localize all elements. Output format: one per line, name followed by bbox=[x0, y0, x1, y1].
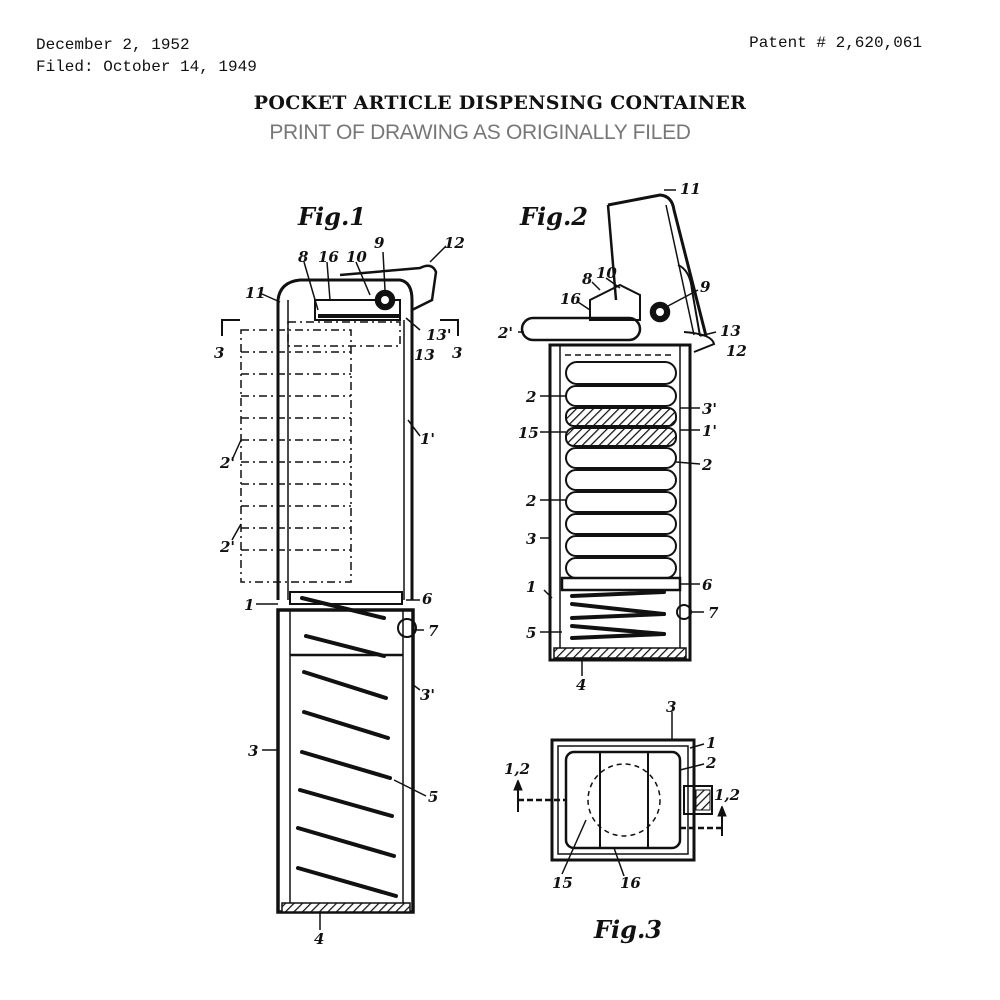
filed-date: Filed: October 14, 1949 bbox=[36, 58, 257, 76]
fig1-ref: 3 bbox=[452, 344, 462, 362]
fig2-ref: 6 bbox=[702, 576, 713, 594]
fig2-ref: 2 bbox=[525, 388, 536, 406]
fig2-ref: 2' bbox=[497, 324, 513, 342]
fig1-ref: 13' bbox=[426, 326, 451, 344]
fig1-ref: 13 bbox=[414, 346, 435, 364]
dashed-cartridges bbox=[240, 321, 401, 583]
fig2-ref: 3 bbox=[526, 530, 536, 548]
fig3-ref: 1,2 bbox=[504, 760, 530, 778]
fig2-ref: 10 bbox=[596, 264, 617, 282]
fig1-ref: 8 bbox=[298, 248, 309, 266]
fig2-label: Fig.2 bbox=[519, 202, 588, 231]
fig1-ref: 4 bbox=[314, 930, 324, 948]
page-subtitle: PRINT OF DRAWING AS ORIGINALLY FILED bbox=[269, 121, 691, 144]
fig2-ref: 3' bbox=[702, 400, 717, 418]
patent-number: Patent # 2,620,061 bbox=[749, 34, 922, 52]
fig2-ref: 9 bbox=[700, 278, 711, 296]
fig1-ref: 6 bbox=[422, 590, 433, 608]
fig2-ref: 1 bbox=[526, 578, 536, 596]
fig3-label: Fig.3 bbox=[593, 915, 662, 944]
fig2-ref: 16 bbox=[560, 290, 581, 308]
fig1-ref: 10 bbox=[346, 248, 367, 266]
fig2-ref: 12 bbox=[726, 342, 747, 360]
fig1-ref: 3 bbox=[214, 344, 224, 362]
issue-date: December 2, 1952 bbox=[36, 36, 190, 54]
figure-3 bbox=[513, 712, 727, 877]
figure-1 bbox=[221, 245, 459, 930]
fig1-ref: 9 bbox=[374, 234, 385, 252]
fig1-ref: 16 bbox=[318, 248, 339, 266]
fig2-ref: 2 bbox=[701, 456, 712, 474]
fig2-ref: 4 bbox=[576, 676, 586, 694]
fig3-ref: 2 bbox=[705, 754, 716, 772]
fig1-label: Fig.1 bbox=[297, 202, 366, 231]
fig1-ref: 5 bbox=[428, 788, 438, 806]
fig1-ref: 1' bbox=[420, 430, 435, 448]
fig2-ref: 7 bbox=[708, 604, 719, 622]
fig1-ref: 2' bbox=[219, 538, 235, 556]
fig2-ref: 15 bbox=[518, 424, 539, 442]
spring-coils bbox=[570, 590, 666, 640]
fig1-ref: 2' bbox=[219, 454, 235, 472]
fig3-ref: 15 bbox=[552, 874, 573, 892]
fig3-ref: 16 bbox=[620, 874, 641, 892]
fig2-ref: 1' bbox=[702, 422, 717, 440]
fig1-ref: 7 bbox=[428, 622, 439, 640]
fig3-ref: 1,2 bbox=[714, 786, 740, 804]
fig2-ref: 8 bbox=[582, 270, 593, 288]
fig1-ref: 12 bbox=[444, 234, 465, 252]
fig1-ref: 11 bbox=[245, 284, 266, 302]
item-stack bbox=[565, 361, 677, 579]
patent-dates: December 2, 1952 Filed: October 14, 1949 bbox=[36, 34, 257, 78]
page-title: POCKET ARTICLE DISPENSING CONTAINER bbox=[253, 92, 747, 114]
fig2-ref: 13 bbox=[720, 322, 741, 340]
fig3-ref: 3 bbox=[666, 698, 676, 716]
spring-coils bbox=[296, 596, 398, 898]
figure-3-labels: Fig.3 3 1 2 1,2 1,2 15 16 bbox=[504, 698, 740, 944]
fig2-ref: 2 bbox=[525, 492, 536, 510]
fig1-ref: 3' bbox=[420, 686, 435, 704]
figure-2 bbox=[518, 189, 717, 676]
fig2-ref: 11 bbox=[680, 180, 701, 198]
figure-1-labels: Fig.1 11 8 16 10 9 12 13' 13 3 3 1' 2' 2… bbox=[214, 202, 465, 948]
figure-2-labels: Fig.2 11 8 10 9 16 2' 13 12 2 3' 15 1' 2… bbox=[497, 180, 747, 694]
fig2-ref: 5 bbox=[526, 624, 536, 642]
fig3-ref: 1 bbox=[706, 734, 716, 752]
fig1-ref: 1 bbox=[244, 596, 254, 614]
fig1-ref: 3 bbox=[248, 742, 258, 760]
